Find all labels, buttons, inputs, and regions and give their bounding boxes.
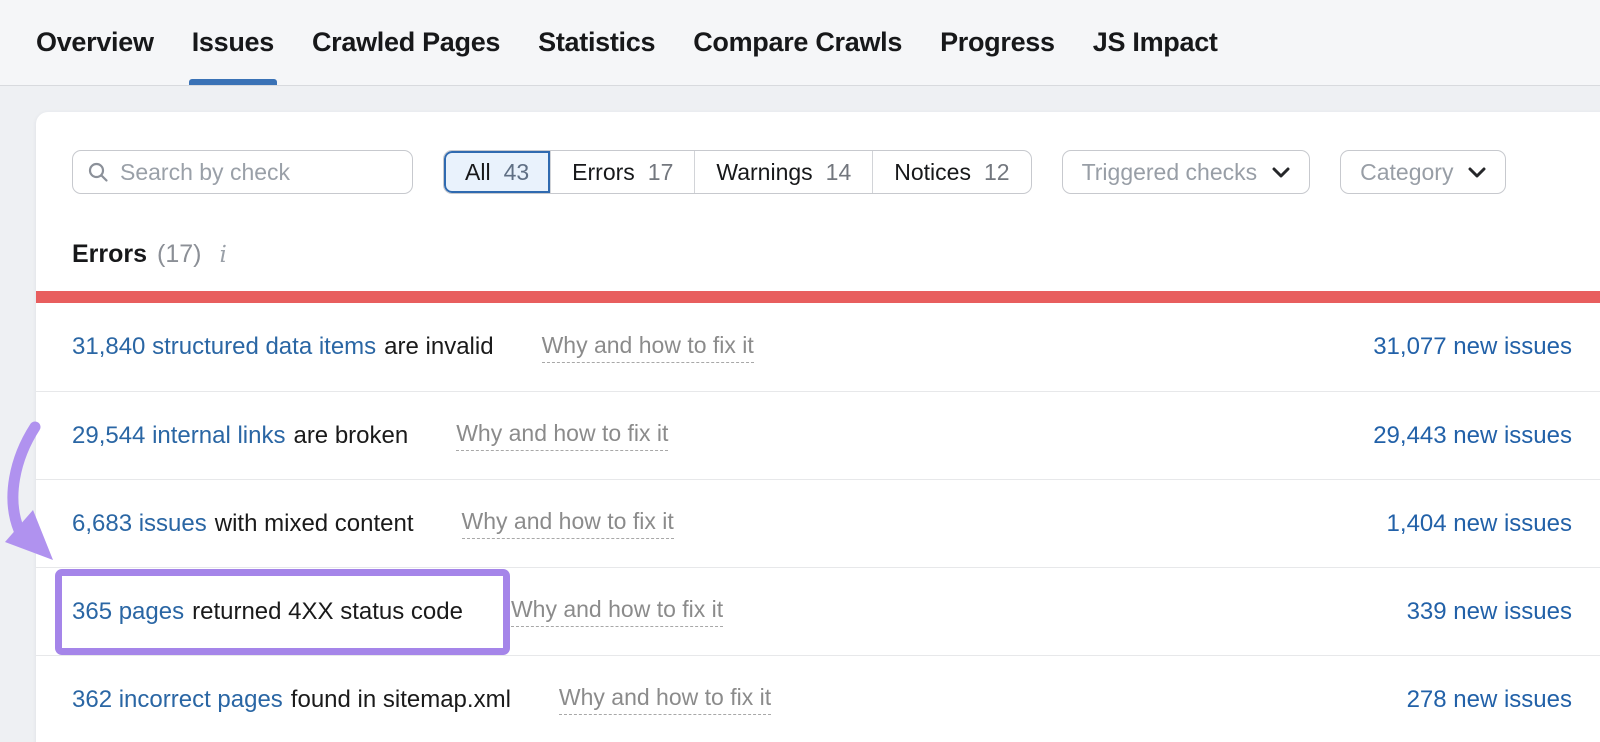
filter-errors-label: Errors bbox=[572, 158, 635, 185]
filter-notices[interactable]: Notices 12 bbox=[873, 151, 1030, 193]
severity-filter: All 43 Errors 17 Warnings 14 Notices 12 bbox=[443, 150, 1032, 194]
chevron-down-icon bbox=[1272, 167, 1290, 177]
new-issues-link[interactable]: 339 new issues bbox=[1406, 597, 1572, 625]
issue-description: with mixed content bbox=[214, 509, 414, 537]
issues-panel: All 43 Errors 17 Warnings 14 Notices 12 … bbox=[36, 112, 1600, 742]
new-issues-link[interactable]: 278 new issues bbox=[1406, 685, 1572, 713]
why-fix-link[interactable]: Why and how to fix it bbox=[541, 332, 754, 363]
issue-count-link[interactable]: 6,683 issues bbox=[72, 509, 207, 537]
issue-row-highlighted: 365 pages returned 4XX status code Why a… bbox=[36, 567, 1600, 655]
issue-row: 29,544 internal links are broken Why and… bbox=[36, 391, 1600, 479]
filter-errors[interactable]: Errors 17 bbox=[551, 151, 696, 193]
why-fix-link[interactable]: Why and how to fix it bbox=[510, 596, 724, 627]
errors-section-header: Errors (17) i bbox=[72, 240, 1600, 269]
section-count: (17) bbox=[157, 240, 202, 268]
category-label: Category bbox=[1360, 158, 1454, 185]
why-fix-link[interactable]: Why and how to fix it bbox=[456, 420, 669, 451]
filter-all-label: All bbox=[465, 158, 491, 185]
new-issues-link[interactable]: 31,077 new issues bbox=[1373, 333, 1572, 360]
filter-all-count: 43 bbox=[503, 158, 530, 185]
error-severity-bar bbox=[36, 291, 1600, 303]
issue-description: are invalid bbox=[384, 333, 494, 360]
why-fix-link[interactable]: Why and how to fix it bbox=[558, 684, 772, 715]
issue-description: returned 4XX status code bbox=[192, 597, 463, 625]
triggered-checks-dropdown[interactable]: Triggered checks bbox=[1061, 150, 1311, 194]
issue-count-link[interactable]: 365 pages bbox=[72, 597, 185, 625]
issue-row: 362 incorrect pages found in sitemap.xml… bbox=[36, 655, 1600, 742]
search-input-wrapper[interactable] bbox=[72, 150, 413, 194]
why-fix-link[interactable]: Why and how to fix it bbox=[461, 508, 674, 539]
tab-statistics[interactable]: Statistics bbox=[538, 27, 656, 57]
issue-description: found in sitemap.xml bbox=[290, 685, 511, 713]
search-input[interactable] bbox=[120, 158, 398, 186]
filter-bar: All 43 Errors 17 Warnings 14 Notices 12 … bbox=[36, 112, 1600, 194]
tab-js-impact[interactable]: JS Impact bbox=[1092, 27, 1218, 57]
issue-count-link[interactable]: 29,544 internal links bbox=[72, 421, 286, 449]
issue-count-link[interactable]: 362 incorrect pages bbox=[72, 685, 283, 713]
issue-row: 6,683 issues with mixed content Why and … bbox=[36, 479, 1600, 567]
issues-list: 31,840 structured data items are invalid… bbox=[36, 303, 1600, 742]
new-issues-link[interactable]: 1,404 new issues bbox=[1386, 509, 1572, 537]
filter-warnings[interactable]: Warnings 14 bbox=[695, 151, 874, 193]
filter-warnings-count: 14 bbox=[825, 158, 852, 185]
issue-description: are broken bbox=[293, 421, 409, 449]
filter-notices-label: Notices bbox=[894, 158, 971, 185]
tab-overview[interactable]: Overview bbox=[36, 27, 154, 57]
filter-errors-count: 17 bbox=[647, 158, 674, 185]
category-dropdown[interactable]: Category bbox=[1340, 150, 1507, 194]
filter-warnings-label: Warnings bbox=[716, 158, 813, 185]
tab-progress[interactable]: Progress bbox=[940, 27, 1055, 57]
filter-all[interactable]: All 43 bbox=[444, 151, 552, 193]
tab-crawled-pages[interactable]: Crawled Pages bbox=[311, 27, 501, 57]
info-icon[interactable]: i bbox=[219, 241, 227, 268]
section-title: Errors bbox=[72, 240, 148, 268]
search-icon bbox=[88, 162, 108, 182]
issue-count-link[interactable]: 31,840 structured data items bbox=[72, 333, 377, 360]
issue-row: 31,840 structured data items are invalid… bbox=[36, 303, 1600, 391]
new-issues-link[interactable]: 29,443 new issues bbox=[1373, 421, 1572, 449]
triggered-checks-label: Triggered checks bbox=[1081, 158, 1258, 185]
top-nav: Overview Issues Crawled Pages Statistics… bbox=[0, 0, 1600, 86]
filter-notices-count: 12 bbox=[983, 158, 1010, 185]
tab-compare-crawls[interactable]: Compare Crawls bbox=[693, 27, 903, 57]
chevron-down-icon bbox=[1468, 167, 1486, 177]
tab-issues[interactable]: Issues bbox=[188, 0, 278, 85]
